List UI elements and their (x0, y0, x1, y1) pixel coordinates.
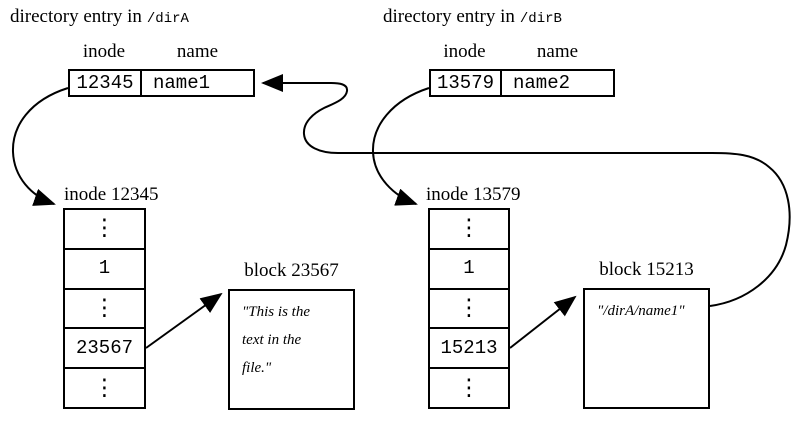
dira-inode-cell: 12345 (70, 71, 142, 95)
dirb-inode-header: inode (443, 41, 486, 62)
block-text-line: "/dirA/name1" (597, 303, 685, 319)
block-text-line: text in the (242, 332, 302, 348)
inode-row-dots: ⋮ (430, 210, 508, 250)
block-text-line: file." (242, 360, 272, 376)
inode-row-dots: ⋮ (457, 374, 481, 401)
dirb-title-path: /dirB (519, 11, 562, 27)
dira-name-cell: name1 (153, 72, 211, 94)
inode-13579-table: ⋮ 1 ⋮ 15213 ⋮ (428, 208, 510, 409)
inode-row-dots: ⋮ (65, 210, 144, 250)
arrow-inode-12345-to-block-23567 (145, 292, 223, 349)
block-15213-label: block 15213 (599, 259, 694, 280)
arrow-dira-entry-to-inode-12345 (11, 87, 69, 206)
dirb-inode-cell: 13579 (431, 71, 502, 95)
dirb-name-cell: name2 (513, 72, 571, 94)
dira-title: directory entry in/dirA (10, 6, 189, 28)
dira-name-header: name (176, 41, 219, 62)
dira-title-path: /dirA (146, 11, 189, 27)
inode-row-dots: ⋮ (65, 290, 144, 330)
inode-12345-label: inode 12345 (64, 184, 159, 205)
block-23567: "This is the text in the file." (228, 289, 355, 410)
arrow-inode-13579-to-block-15213 (509, 295, 577, 349)
dira-entry-table: 12345 name1 (68, 69, 255, 97)
dirb-entry-table: 13579 name2 (429, 69, 615, 97)
block-23567-label: block 23567 (244, 260, 339, 281)
inode-row-blockptr: 23567 (65, 329, 144, 370)
dira-inode-header: inode (82, 41, 126, 62)
inode-row-dots: ⋮ (93, 374, 116, 401)
block-text-line: "This is the (242, 304, 310, 320)
block-15213: "/dirA/name1" (583, 288, 710, 409)
arrow-dirb-entry-to-inode-13579 (371, 87, 430, 206)
inode-row-dots: ⋮ (430, 290, 508, 330)
dirb-title: directory entry in/dirB (383, 6, 562, 28)
dirb-title-prefix: directory entry in (383, 6, 515, 27)
dirb-name-header: name (536, 41, 579, 62)
inode-row-blockptr: 15213 (430, 329, 508, 370)
inode-13579-label: inode 13579 (426, 184, 521, 205)
dira-title-prefix: directory entry in (10, 6, 142, 27)
inode-12345-table: ⋮ 1 ⋮ 23567 ⋮ (63, 208, 146, 409)
inode-row-linkcount: 1 (430, 250, 508, 290)
inode-row-linkcount: 1 (65, 250, 144, 290)
